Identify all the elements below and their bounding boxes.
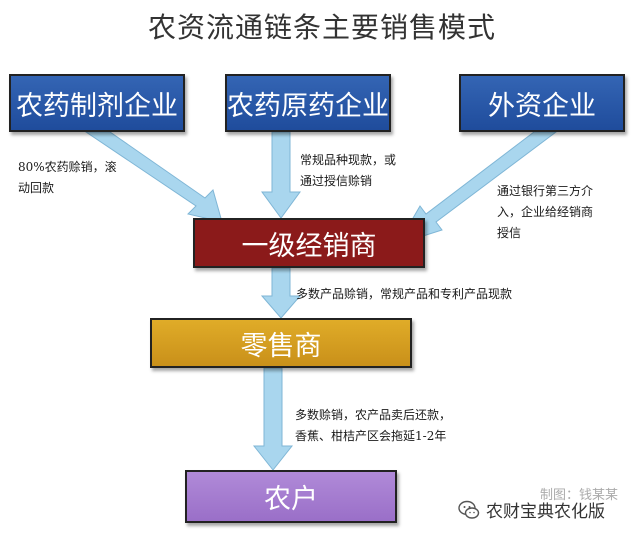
- node-foreign-enterprise: 外资企业: [459, 74, 625, 132]
- node-formulation-enterprise: 农药制剂企业: [9, 74, 185, 132]
- arrow-technical-to-distributor: [261, 131, 301, 219]
- arrow-formulation-to-distributor: [84, 131, 223, 223]
- node-retailer: 零售商: [150, 318, 412, 368]
- note-line: 80%农药赊销，滚: [18, 160, 117, 174]
- note-line: 多数赊销，农产品卖后还款，: [295, 408, 452, 422]
- note-retailer: 多数赊销，农产品卖后还款， 香蕉、柑桔产区会拖延1-2年: [295, 405, 451, 447]
- note-line: 通过银行第三方介: [497, 184, 594, 198]
- note-line: 常规品种现款，或: [300, 153, 397, 167]
- note-line: 通过授信赊销: [300, 174, 373, 188]
- node-primary-distributor: 一级经销商: [193, 218, 425, 268]
- note-formulation: 80%农药赊销，滚 动回款: [18, 157, 117, 199]
- note-technical: 常规品种现款，或 通过授信赊销: [300, 150, 396, 192]
- note-distributor: 多数产品赊销，常规产品和专利产品现款: [296, 284, 512, 305]
- credit-text: 制图：钱某某: [540, 488, 619, 503]
- arrow-distributor-to-retailer: [260, 267, 302, 319]
- node-technical-enterprise: 农药原药企业: [225, 74, 391, 132]
- node-farmer: 农户: [185, 470, 397, 523]
- note-line: 动回款: [18, 181, 55, 195]
- note-line: 香蕉、柑桔产区会拖延1-2年: [295, 429, 447, 443]
- page-title: 农资流通链条主要销售模式: [147, 11, 496, 44]
- note-foreign: 通过银行第三方介 入，企业给经销商 授信: [497, 181, 593, 244]
- note-line: 入，企业给经销商: [497, 205, 594, 219]
- watermark: 农财宝典农化版: [458, 497, 605, 522]
- note-line: 多数产品赊销，常规产品和专利产品现款: [296, 287, 513, 301]
- arrow-retailer-to-farmer: [252, 367, 294, 471]
- wechat-icon: [458, 500, 480, 519]
- note-line: 授信: [497, 226, 522, 240]
- watermark-text: 农财宝典农化版: [486, 502, 605, 522]
